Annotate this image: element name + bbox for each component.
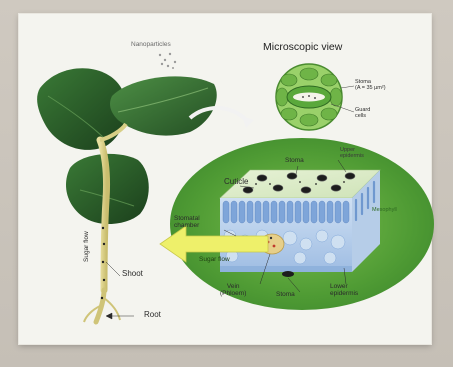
guard-cells-line2: cells bbox=[355, 114, 370, 120]
label-sugar-flow-stem: Sugar flow bbox=[84, 231, 91, 262]
vein-line2: (Phloem) bbox=[220, 291, 246, 298]
lower-epidermis-line2: epidermis bbox=[330, 291, 358, 298]
upper-epidermis-line2: epidermis bbox=[340, 154, 364, 160]
label-shoot: Shoot bbox=[122, 270, 143, 278]
stoma-detail-line2: (A = 35 µm²) bbox=[355, 86, 386, 92]
label-lower-epidermis: Lower epidermis bbox=[330, 284, 358, 298]
nanoparticles-cluster bbox=[159, 53, 176, 69]
label-upper-epidermis: Upper epidermis bbox=[340, 148, 364, 160]
label-sugar-flow-arrow: Sugar flow bbox=[199, 257, 230, 264]
label-stoma-top: Stoma bbox=[285, 158, 304, 165]
label-nanoparticles: Nanoparticles bbox=[131, 42, 171, 49]
label-stoma-detail: Stoma (A = 35 µm²) bbox=[355, 80, 386, 92]
label-cuticle: Cuticle bbox=[224, 178, 248, 186]
stoma-detail-view bbox=[276, 64, 354, 130]
label-vein: Vein (Phloem) bbox=[220, 284, 246, 298]
stomatal-chamber-line2: chamber bbox=[174, 223, 200, 230]
label-stomatal-chamber: Stomatal chamber bbox=[174, 216, 200, 230]
label-root: Root bbox=[144, 311, 161, 319]
label-stoma-bottom: Stoma bbox=[276, 292, 295, 299]
label-guard-cells: Guard cells bbox=[355, 108, 370, 120]
label-microscopic-view: Microscopic view bbox=[263, 42, 342, 53]
label-mesophyll: Mesophyll bbox=[372, 208, 397, 214]
